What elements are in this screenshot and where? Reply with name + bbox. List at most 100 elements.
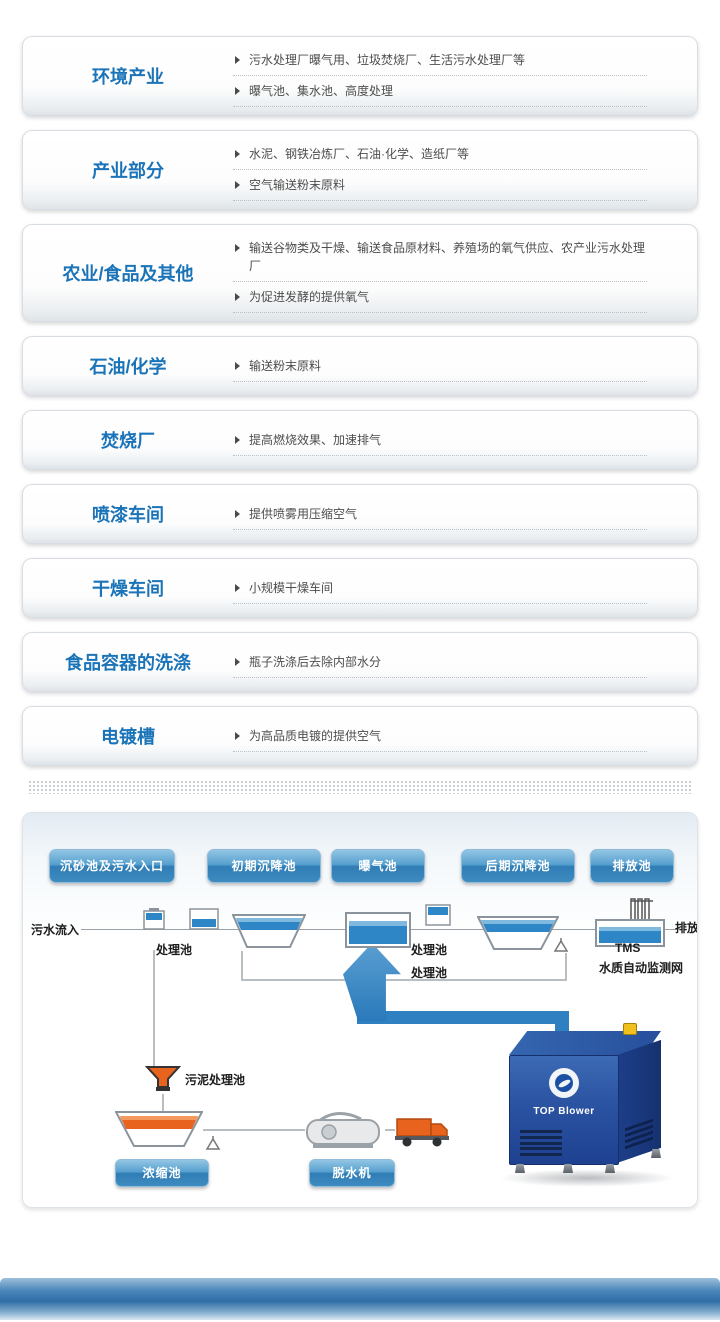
blower-side-vent-icon	[625, 1118, 653, 1151]
panel-title: 农业/食品及其他	[62, 264, 194, 284]
footer-band	[0, 1278, 720, 1320]
dotted-separator	[28, 780, 692, 794]
panel-title: 干燥车间	[92, 579, 164, 599]
arrow-bullet-icon	[235, 293, 240, 301]
stage-pill-secondary-settling: 后期沉降池	[461, 849, 575, 883]
panel-items: 瓶子洗涤后去除内部水分	[233, 647, 647, 678]
panel-item-text: 空气输送粉末原料	[249, 178, 346, 192]
discharge-label: 排放	[675, 921, 698, 935]
return-line-left	[241, 951, 243, 981]
panel-title: 电镀槽	[101, 727, 155, 747]
panel-title: 产业部分	[92, 161, 164, 181]
sludge-truck-icon	[393, 1113, 451, 1149]
aeration-tank-icon	[345, 912, 411, 948]
aerator-cone-icon	[553, 937, 569, 953]
arrow-bullet-icon	[235, 181, 240, 189]
application-panel-plating-tank: 电镀槽 为高品质电镀的提供空气	[22, 706, 698, 766]
panel-items: 提供喷雾用压缩空气	[233, 499, 647, 530]
stage-pill-thickener: 浓缩池	[115, 1159, 209, 1187]
panel-item: 瓶子洗涤后去除内部水分	[233, 647, 647, 678]
treatment-tank-label-1: 处理池	[156, 943, 193, 957]
blower-foot	[515, 1164, 525, 1173]
arrow-bullet-icon	[235, 150, 240, 158]
panel-title: 焚烧厂	[101, 431, 155, 451]
panel-item: 为促进发酵的提供氧气	[233, 282, 647, 313]
panel-item-text: 输送谷物类及干燥、输送食品原材料、养殖场的氧气供应、农产业污水处理厂	[249, 241, 646, 273]
tms-network-label: 水质自动监测网	[599, 961, 684, 975]
sludge-tank-label: 污泥处理池	[185, 1073, 246, 1087]
air-pipe-horizontal	[357, 1011, 569, 1024]
arrow-bullet-icon	[235, 361, 240, 370]
arrow-bullet-icon	[235, 244, 240, 252]
blower-brand-label: TOP Blower	[533, 1106, 595, 1117]
arrow-bullet-icon	[235, 509, 240, 518]
application-panel-incineration: 焚烧厂 提高燃烧效果、加速排气	[22, 410, 698, 470]
panel-item-text: 输送粉末原料	[249, 358, 322, 373]
thickener-to-dewater-line	[203, 1129, 305, 1131]
stage-pill-primary-settling: 初期沉降池	[207, 849, 321, 883]
panel-item: 空气输送粉末原料	[233, 170, 647, 201]
blower-side-face	[617, 1039, 661, 1163]
panel-items: 输送谷物类及干燥、输送食品原材料、养殖场的氧气供应、农产业污水处理厂 为促进发酵…	[233, 233, 647, 313]
stage-pill-discharge: 排放池	[590, 849, 674, 883]
treatment-tank-label-3: 处理池	[411, 966, 448, 980]
application-panel-container-washing: 食品容器的洗涤 瓶子洗涤后去除内部水分	[22, 632, 698, 692]
panel-item-text: 提高燃烧效果、加速排气	[249, 432, 382, 447]
funnel-to-thickener-line	[162, 1094, 164, 1112]
panel-item-text: 瓶子洗涤后去除内部水分	[249, 654, 382, 669]
discharge-tank-icon	[595, 919, 665, 947]
blower-foot	[563, 1164, 573, 1173]
inflow-label: 污水流入	[31, 923, 80, 937]
dewater-to-truck-line	[385, 1129, 395, 1131]
application-panel-industry: 产业部分 水泥、钢铁冶炼厂、石油·化学、造纸厂等 空气输送粉末原料	[22, 130, 698, 210]
arrow-bullet-icon	[235, 56, 240, 64]
blower-machine: TOP Blower	[499, 1023, 675, 1187]
panel-title: 食品容器的洗涤	[65, 653, 191, 673]
panel-items: 为高品质电镀的提供空气	[233, 721, 647, 752]
panel-item: 输送粉末原料	[233, 351, 647, 382]
wastewater-process-diagram: 沉砂池及污水入口 初期沉降池 曝气池 后期沉降池 排放池	[22, 812, 698, 1208]
stage-pill-dewatering: 脱水机	[309, 1159, 395, 1187]
panel-title: 石油/化学	[89, 357, 167, 377]
panel-title: 喷漆车间	[92, 505, 164, 525]
panel-item-text: 提供喷雾用压缩空气	[249, 506, 358, 521]
tms-label: TMS	[615, 941, 641, 955]
blower-foot	[651, 1149, 661, 1158]
overflow-box-icon	[425, 903, 451, 927]
thickener-tank-icon	[114, 1109, 204, 1149]
panel-item-text: 为高品质电镀的提供空气	[249, 728, 382, 743]
application-panel-paint-shop: 喷漆车间 提供喷雾用压缩空气	[22, 484, 698, 544]
dewatering-machine-icon	[305, 1111, 385, 1153]
panel-items: 水泥、钢铁冶炼厂、石油·化学、造纸厂等 空气输送粉末原料	[233, 139, 647, 201]
application-panel-agriculture-food: 农业/食品及其他 输送谷物类及干燥、输送食品原材料、养殖场的氧气供应、农产业污水…	[22, 224, 698, 322]
panel-title: 环境产业	[92, 67, 164, 87]
stage-pill-aeration: 曝气池	[331, 849, 425, 883]
arrow-bullet-icon	[235, 435, 240, 444]
panel-item-text: 水泥、钢铁冶炼厂、石油·化学、造纸厂等	[249, 147, 469, 161]
panel-items: 输送粉末原料	[233, 351, 647, 382]
panel-item-text: 污水处理厂曝气用、垃圾焚烧厂、生活污水处理厂等	[249, 53, 526, 67]
panel-item: 小规模干燥车间	[233, 573, 647, 604]
panel-items: 污水处理厂曝气用、垃圾焚烧厂、生活污水处理厂等 曝气池、集水池、高度处理	[233, 45, 647, 107]
return-line-horizontal	[241, 979, 567, 981]
aerator-cone-icon	[205, 1135, 221, 1151]
blower-front-face: TOP Blower	[509, 1055, 619, 1165]
panel-item: 为高品质电镀的提供空气	[233, 721, 647, 752]
air-up-arrow-icon	[343, 943, 401, 1021]
panel-item: 提供喷雾用压缩空气	[233, 499, 647, 530]
primary-settling-tank-icon	[231, 912, 307, 950]
arrow-bullet-icon	[235, 583, 240, 592]
panel-item-text: 为促进发酵的提供氧气	[249, 290, 370, 304]
panel-items: 提高燃烧效果、加速排气	[233, 425, 647, 456]
panel-items: 小规模干燥车间	[233, 573, 647, 604]
panel-item-text: 曝气池、集水池、高度处理	[249, 84, 394, 98]
arrow-bullet-icon	[235, 731, 240, 740]
return-line-right	[565, 953, 567, 981]
blower-valve-icon	[623, 1023, 637, 1035]
treatment-tank-label-2: 处理池	[411, 943, 448, 957]
panel-item: 污水处理厂曝气用、垃圾焚烧厂、生活污水处理厂等	[233, 45, 647, 76]
inlet-box-icon	[189, 907, 219, 931]
blower-shadow	[499, 1169, 675, 1187]
blower-vent-grille-icon	[520, 1130, 562, 1156]
